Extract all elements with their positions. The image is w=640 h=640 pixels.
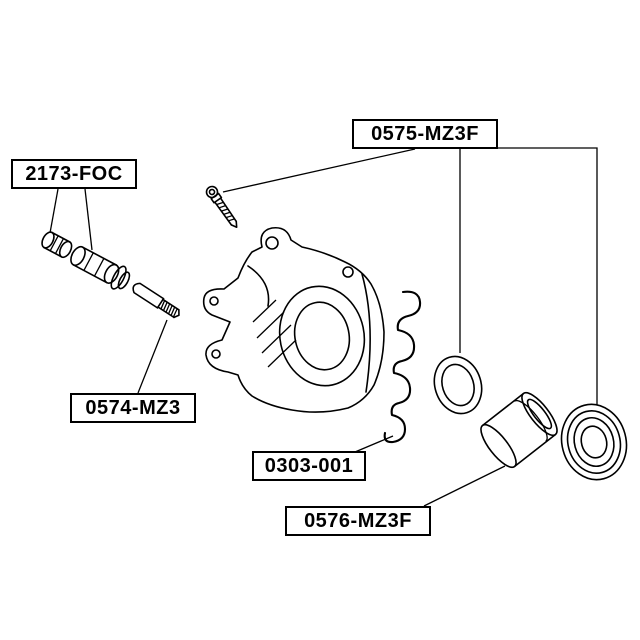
part-label-0303-001[interactable]: 0303-001 — [252, 451, 366, 481]
caliper-body-drawing — [202, 226, 385, 413]
leader-0576-to-piston — [423, 465, 506, 507]
piston-seal-ring-drawing — [433, 355, 483, 415]
leader-2173-to-bushing-large — [84, 188, 93, 251]
part-label-2173-foc[interactable]: 2173-FOC — [11, 159, 137, 189]
part-label-0574-mz3[interactable]: 0574-MZ3 — [70, 393, 196, 423]
part-label-0575-mz3f[interactable]: 0575-MZ3F — [352, 119, 498, 149]
pad-retainer-spring-clip-drawing — [383, 290, 422, 444]
leader-0574-to-slide-pin — [137, 319, 168, 394]
leader-0303-to-spring-clip — [354, 435, 394, 453]
part-label-0576-mz3f[interactable]: 0576-MZ3F — [285, 506, 431, 536]
bleeder-screw-drawing — [205, 185, 238, 229]
leader-2173-to-bushing-small — [49, 188, 59, 234]
guide-pin-bushing-small-drawing — [41, 231, 73, 259]
leader-0575-to-dust-boot — [415, 147, 598, 407]
slide-pin-drawing — [132, 282, 180, 319]
dust-boot-drawing — [560, 403, 628, 481]
piston-drawing — [480, 391, 558, 469]
guide-pin-bushing-large-drawing — [70, 245, 131, 290]
leader-0575-to-bleeder — [222, 148, 416, 193]
